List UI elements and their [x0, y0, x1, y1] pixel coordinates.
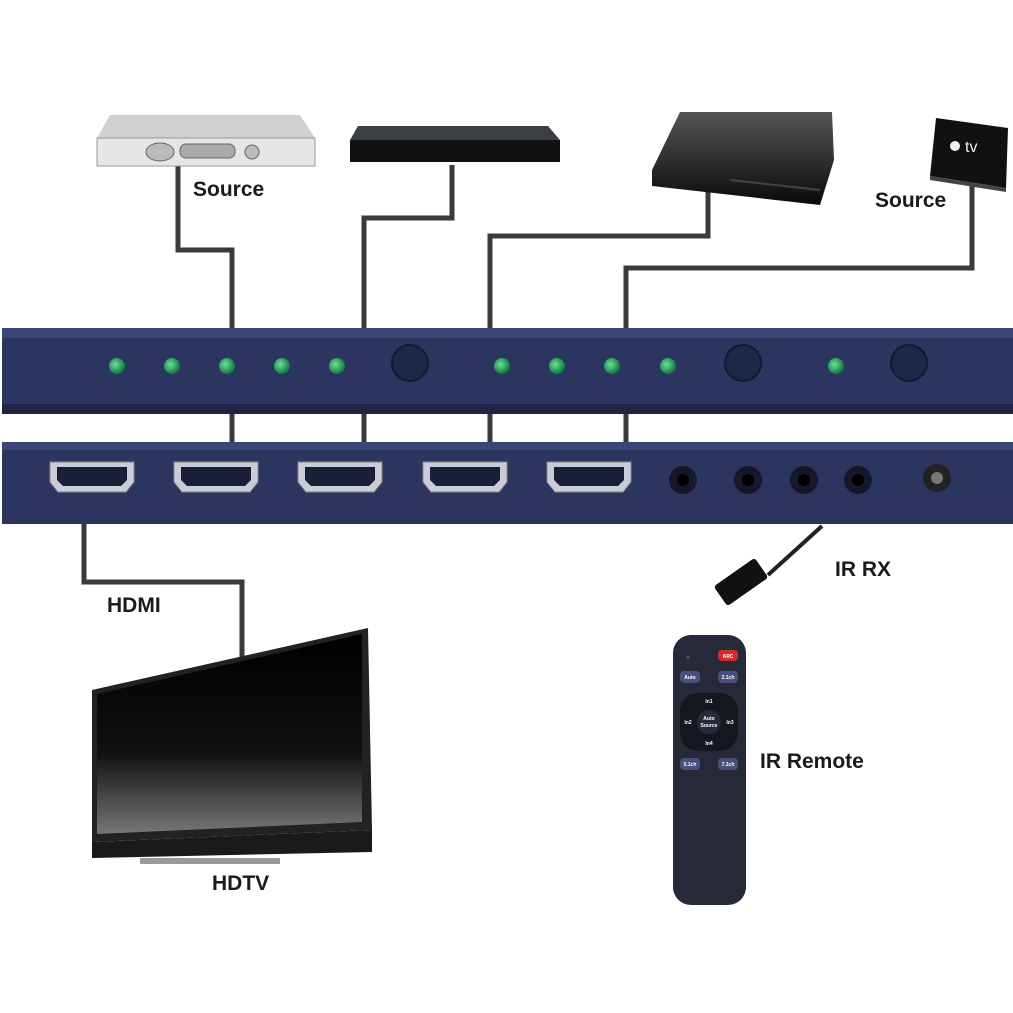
status-led-8 — [604, 358, 620, 374]
cable-source2 — [361, 165, 455, 328]
remote-button-in1[interactable]: In1 — [705, 699, 712, 705]
label-hdmi: HDMI — [107, 594, 161, 617]
label-hdtv: HDTV — [212, 872, 270, 895]
satellite-receiver — [96, 115, 316, 167]
svg-text:2.1ch: 2.1ch — [722, 675, 735, 681]
status-led-4 — [274, 358, 290, 374]
apple-tv: tv — [930, 118, 1008, 192]
status-led-2 — [164, 358, 180, 374]
hdmi-port-1 — [49, 461, 135, 493]
select-button-1[interactable] — [391, 344, 429, 382]
cable-hdmi-out — [81, 520, 245, 660]
cables — [81, 160, 975, 660]
select-button-2[interactable] — [724, 344, 762, 382]
audio-jack-1 — [669, 466, 697, 494]
svg-text:5.1ch: 5.1ch — [684, 762, 697, 768]
hdtv — [92, 628, 372, 864]
hdmi-port-3 — [297, 461, 383, 493]
power-jack — [923, 464, 951, 492]
remote-button-in3[interactable]: In3 — [726, 720, 733, 726]
hdmi-port-4 — [422, 461, 508, 493]
status-led-1 — [109, 358, 125, 374]
game-console — [652, 112, 834, 205]
remote-button-arc[interactable]: ARC — [718, 650, 738, 661]
audio-jack-4 — [844, 466, 872, 494]
hdmi-port-2 — [173, 461, 259, 493]
cable-ir-rx — [766, 524, 824, 577]
switch-front-panel — [2, 328, 1013, 414]
switch-rear-panel — [2, 442, 1013, 524]
svg-text:Auto: Auto — [684, 675, 695, 681]
status-led-3 — [219, 358, 235, 374]
label-source-right: Source — [875, 189, 947, 212]
cable-source3 — [487, 190, 711, 328]
remote-button-2-1ch[interactable]: 2.1ch — [718, 671, 738, 683]
label-source-left: Source — [193, 178, 265, 201]
cable-source1 — [175, 160, 235, 328]
svg-text:ARC: ARC — [723, 654, 734, 660]
status-led-5 — [329, 358, 345, 374]
remote-button-auto-source[interactable]: Auto — [703, 716, 714, 722]
cable-source4 — [623, 185, 975, 328]
ir-remote: ARC Auto 2.1ch In1 In2 In3 In4 Auto Sour… — [673, 635, 746, 905]
select-button-3[interactable] — [890, 344, 928, 382]
audio-jack-2 — [734, 466, 762, 494]
remote-button-auto-source-line2[interactable]: Source — [701, 723, 718, 729]
apple-logo-icon — [950, 141, 960, 151]
ir-receiver — [714, 559, 768, 605]
apple-tv-logo: tv — [965, 139, 977, 156]
label-ir-remote: IR Remote — [760, 750, 864, 773]
remote-button-auto[interactable]: Auto — [680, 671, 700, 683]
blu-ray-player — [350, 126, 560, 162]
status-led-10 — [828, 358, 844, 374]
svg-text:7.1ch: 7.1ch — [722, 762, 735, 768]
hdmi-port-5 — [546, 461, 632, 493]
status-led-9 — [660, 358, 676, 374]
label-ir-rx: IR RX — [835, 558, 892, 581]
remote-button-7-1ch[interactable]: 7.1ch — [718, 758, 738, 770]
audio-jack-3 — [790, 466, 818, 494]
status-led-7 — [549, 358, 565, 374]
status-led-6 — [494, 358, 510, 374]
remote-button-in4[interactable]: In4 — [705, 741, 712, 747]
remote-button-in2[interactable]: In2 — [684, 720, 691, 726]
remote-button-5-1ch[interactable]: 5.1ch — [680, 758, 700, 770]
